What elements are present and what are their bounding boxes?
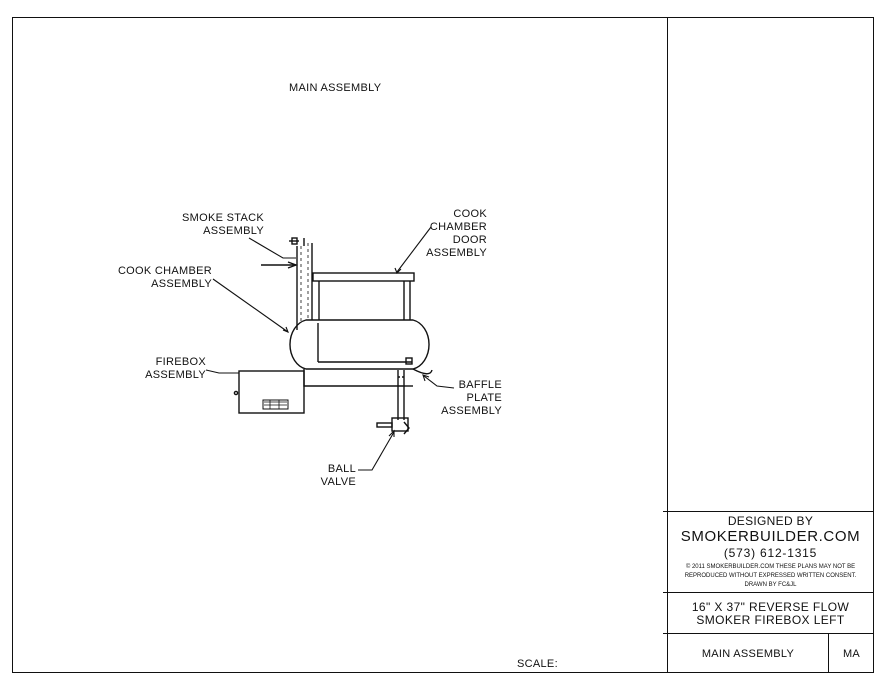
- drawing-title: MAIN ASSEMBLY: [289, 82, 382, 94]
- title-block-rule-1: [663, 511, 874, 512]
- label-smoke-stack: SMOKE STACK ASSEMBLY: [182, 212, 264, 237]
- sheet-code: MA: [842, 648, 861, 660]
- label-firebox: FIREBOX ASSEMBLY: [145, 356, 206, 381]
- title-block-rule-4: [828, 633, 829, 673]
- cook-chamber-door-shape: [312, 272, 415, 320]
- sheet-name: MAIN ASSEMBLY: [701, 648, 795, 660]
- designed-by-label: DESIGNED BY: [727, 514, 814, 528]
- scale-label: SCALE:: [517, 658, 558, 670]
- label-baffle-plate: BAFFLE PLATE ASSEMBLY: [441, 379, 502, 417]
- title-block-rule-3: [663, 633, 874, 634]
- firebox-shape: [233, 370, 305, 414]
- cook-chamber-shape: [289, 319, 433, 387]
- drawing-border: [12, 17, 874, 673]
- company-name: SMOKERBUILDER.COM: [680, 528, 861, 545]
- label-cook-chamber-door: COOK CHAMBER DOOR ASSEMBLY: [426, 208, 487, 259]
- title-block-rule-2: [663, 592, 874, 593]
- smoke-stack-shape: [261, 237, 313, 330]
- company-phone: (573) 612-1315: [723, 546, 818, 560]
- copyright-notice: © 2011 SMOKERBUILDER.COM THESE PLANS MAY…: [684, 564, 857, 588]
- title-block-divider: [667, 17, 668, 673]
- leader-lines: [205, 226, 455, 471]
- ball-valve-shape: [376, 370, 410, 435]
- project-title: 16" X 37" REVERSE FLOW SMOKER FIREBOX LE…: [691, 600, 850, 627]
- label-ball-valve: BALL VALVE: [320, 463, 356, 488]
- label-cook-chamber: COOK CHAMBER ASSEMBLY: [117, 265, 212, 290]
